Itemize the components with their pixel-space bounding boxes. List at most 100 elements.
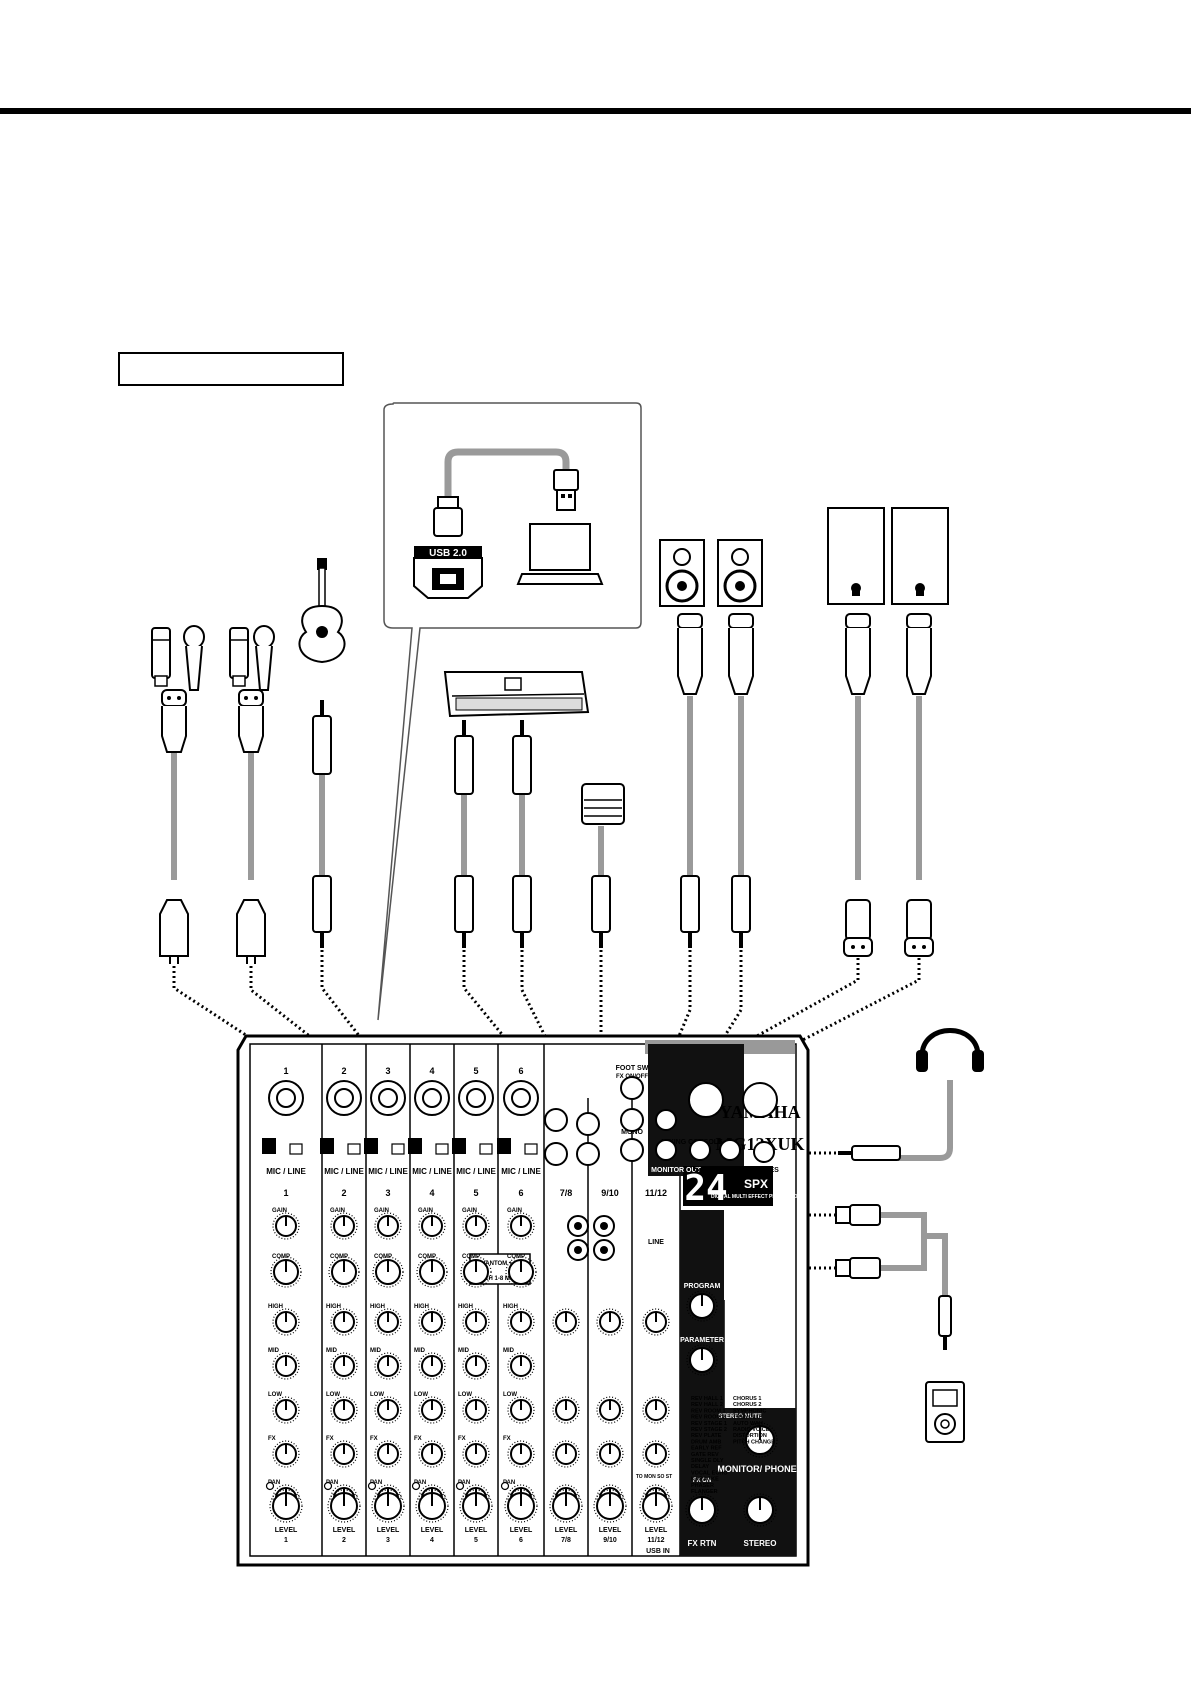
fx-knob[interactable] — [330, 1440, 358, 1468]
mid-knob[interactable] — [374, 1352, 402, 1380]
line-input-jack[interactable] — [544, 1108, 568, 1132]
fx-knob[interactable] — [596, 1440, 624, 1468]
level-knob[interactable] — [415, 1489, 449, 1523]
fx-knob[interactable] — [552, 1440, 580, 1468]
line-input-jack[interactable] — [576, 1142, 600, 1166]
pad-button[interactable] — [320, 1138, 334, 1154]
pad-button[interactable] — [497, 1138, 511, 1154]
foot-sw-jack[interactable] — [620, 1076, 644, 1100]
comp-knob[interactable] — [372, 1256, 404, 1288]
phone-output-jack[interactable] — [719, 1139, 741, 1161]
mid-knob[interactable] — [507, 1352, 535, 1380]
combo-jack-2[interactable] — [326, 1080, 362, 1116]
hpf-button[interactable] — [289, 1143, 303, 1155]
high-knob[interactable] — [374, 1308, 402, 1336]
hpf-button[interactable] — [524, 1143, 538, 1155]
fx-knob[interactable] — [418, 1440, 446, 1468]
fx-rtn-label: FX RTN — [688, 1539, 717, 1548]
gain-knob[interactable] — [462, 1212, 490, 1240]
low-knob[interactable] — [418, 1396, 446, 1424]
level-knob[interactable] — [327, 1489, 361, 1523]
level-knob[interactable] — [269, 1489, 303, 1523]
high-knob[interactable] — [462, 1308, 490, 1336]
high-knob[interactable] — [596, 1308, 624, 1336]
pad-button[interactable] — [408, 1138, 422, 1154]
parameter-knob[interactable] — [686, 1344, 718, 1376]
high-knob[interactable] — [272, 1308, 300, 1336]
mid-knob[interactable] — [418, 1352, 446, 1380]
gain-knob[interactable] — [330, 1212, 358, 1240]
eq-label: FX — [414, 1436, 422, 1442]
stereo-master-knob[interactable] — [743, 1493, 777, 1527]
pad-button[interactable] — [364, 1138, 378, 1154]
fx-knob[interactable] — [374, 1440, 402, 1468]
level-knob[interactable] — [593, 1489, 627, 1523]
phone-output-jack[interactable] — [655, 1109, 677, 1131]
mid-knob[interactable] — [330, 1352, 358, 1380]
comp-knob[interactable] — [416, 1256, 448, 1288]
combo-jack-4[interactable] — [414, 1080, 450, 1116]
media-player-icon — [925, 1381, 965, 1443]
pad-button[interactable] — [452, 1138, 466, 1154]
level-knob[interactable] — [639, 1489, 673, 1523]
fx-knob[interactable] — [462, 1440, 490, 1468]
pad-button[interactable] — [262, 1138, 276, 1154]
fx-rtn-knob[interactable] — [685, 1493, 719, 1527]
high-knob[interactable] — [552, 1308, 580, 1336]
hpf-button[interactable] — [391, 1143, 405, 1155]
phone-output-jack[interactable] — [689, 1139, 711, 1161]
comp-knob[interactable] — [505, 1256, 537, 1288]
mid-knob[interactable] — [462, 1352, 490, 1380]
low-knob[interactable] — [330, 1396, 358, 1424]
fx-knob[interactable] — [507, 1440, 535, 1468]
line-input-jack[interactable] — [544, 1142, 568, 1166]
gain-knob[interactable] — [507, 1212, 535, 1240]
hpf-button[interactable] — [479, 1143, 493, 1155]
high-knob[interactable] — [507, 1308, 535, 1336]
monitor-phones-knob[interactable] — [742, 1422, 778, 1458]
low-knob[interactable] — [507, 1396, 535, 1424]
line-input-jack[interactable] — [576, 1112, 600, 1136]
level-knob[interactable] — [504, 1489, 538, 1523]
high-knob[interactable] — [330, 1308, 358, 1336]
combo-jack-5[interactable] — [458, 1080, 494, 1116]
line-input-jack[interactable] — [620, 1108, 644, 1132]
combo-jack-3[interactable] — [370, 1080, 406, 1116]
hpf-button[interactable] — [347, 1143, 361, 1155]
mid-knob[interactable] — [272, 1352, 300, 1380]
line-input-jack[interactable] — [620, 1138, 644, 1162]
low-knob[interactable] — [552, 1396, 580, 1424]
line-label: LINE — [648, 1239, 664, 1246]
level-knob[interactable] — [549, 1489, 583, 1523]
xlr-output-jack[interactable] — [742, 1082, 778, 1118]
gain-knob[interactable] — [374, 1212, 402, 1240]
level-label: LEVEL — [555, 1527, 578, 1534]
low-knob[interactable] — [272, 1396, 300, 1424]
fx-knob[interactable] — [642, 1440, 670, 1468]
low-knob[interactable] — [462, 1396, 490, 1424]
gain-knob[interactable] — [418, 1212, 446, 1240]
channel-section-label: MIC / LINE — [368, 1167, 408, 1176]
high-knob[interactable] — [418, 1308, 446, 1336]
phone-output-jack[interactable] — [655, 1139, 677, 1161]
low-knob[interactable] — [596, 1396, 624, 1424]
gain-knob[interactable] — [272, 1212, 300, 1240]
comp-knob[interactable] — [270, 1256, 302, 1288]
eq-label: LOW — [370, 1392, 384, 1398]
high-knob[interactable] — [642, 1308, 670, 1336]
fx-knob[interactable] — [272, 1440, 300, 1468]
level-knob[interactable] — [459, 1489, 493, 1523]
phone-output-jack[interactable] — [753, 1141, 775, 1163]
program-knob[interactable] — [686, 1290, 718, 1322]
comp-knob[interactable] — [460, 1256, 492, 1288]
comp-knob[interactable] — [328, 1256, 360, 1288]
level-label: LEVEL — [333, 1527, 356, 1534]
hpf-button[interactable] — [435, 1143, 449, 1155]
combo-jack-6[interactable] — [503, 1080, 539, 1116]
xlr-output-jack[interactable] — [688, 1082, 724, 1118]
stereo-channel-number: 7/8 — [560, 1188, 573, 1198]
combo-jack-1[interactable] — [268, 1080, 304, 1116]
low-knob[interactable] — [642, 1396, 670, 1424]
low-knob[interactable] — [374, 1396, 402, 1424]
level-knob[interactable] — [371, 1489, 405, 1523]
